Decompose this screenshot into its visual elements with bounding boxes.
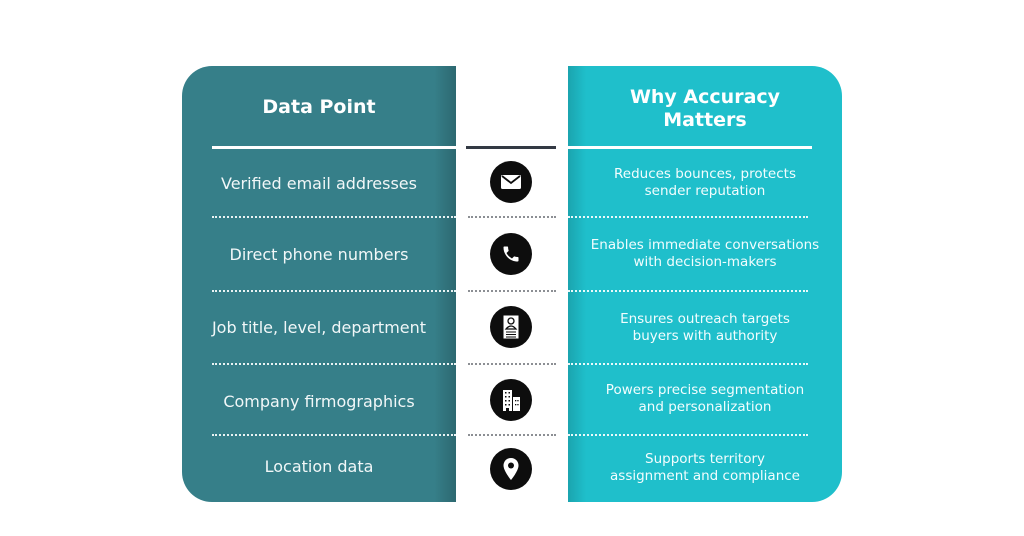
phone-icon	[490, 233, 532, 275]
row-separator	[468, 434, 556, 436]
why-line: buyers with authority	[632, 328, 778, 344]
why-line: with decision-makers	[633, 254, 777, 270]
data-point-column	[182, 66, 456, 502]
row-separator	[468, 216, 556, 218]
why-line: sender reputation	[644, 183, 766, 199]
id-badge-icon	[490, 306, 532, 348]
why-line: Ensures outreach targets	[620, 311, 790, 327]
why-accuracy-column	[568, 66, 842, 502]
row-separator	[568, 363, 808, 365]
why-email: Reduces bounces, protects sender reputat…	[568, 166, 842, 200]
why-location: Supports territory assignment and compli…	[568, 451, 842, 485]
data-point-firmographics: Company firmographics	[223, 392, 415, 411]
why-line: Powers precise segmentation	[605, 382, 805, 398]
map-pin-icon	[490, 448, 532, 490]
why-line: Supports territory	[645, 451, 765, 467]
row-separator	[468, 363, 556, 365]
header-why-accuracy-matters: Why Accuracy Matters	[568, 86, 842, 132]
why-phone: Enables immediate conversations with dec…	[568, 237, 842, 271]
row-separator	[212, 216, 456, 218]
icon-column	[456, 66, 568, 502]
header-divider-left	[212, 146, 456, 149]
why-job-title: Ensures outreach targets buyers with aut…	[568, 311, 842, 345]
row-separator	[568, 216, 808, 218]
why-line: assignment and compliance	[610, 468, 800, 484]
header-why-accuracy-text: Why Accuracy Matters	[629, 86, 781, 131]
header-divider-right	[568, 146, 812, 149]
header-divider-mid	[466, 146, 556, 149]
header-data-point: Data Point	[262, 96, 376, 118]
why-firmographics: Powers precise segmentation and personal…	[568, 382, 842, 416]
envelope-icon	[490, 161, 532, 203]
row-separator	[468, 290, 556, 292]
data-point-phone: Direct phone numbers	[229, 245, 409, 264]
data-point-email: Verified email addresses	[221, 174, 417, 193]
why-line: Enables immediate conversations	[590, 237, 820, 253]
row-separator	[568, 434, 808, 436]
office-building-icon	[490, 379, 532, 421]
row-separator	[568, 290, 808, 292]
why-line: Reduces bounces, protects	[614, 166, 796, 182]
why-line: and personalization	[638, 399, 772, 415]
row-separator	[212, 363, 456, 365]
row-separator	[212, 290, 456, 292]
data-point-job-title: Job title, level, department	[211, 318, 427, 337]
row-separator	[212, 434, 456, 436]
data-point-location: Location data	[264, 457, 374, 476]
